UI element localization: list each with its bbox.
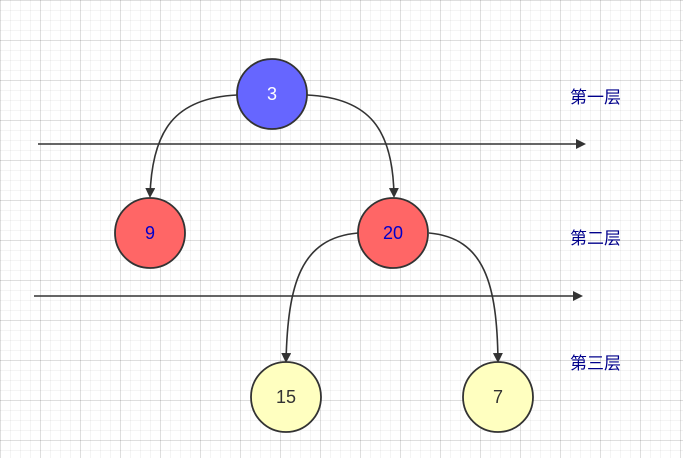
layer-label-first: 第一层: [570, 88, 621, 108]
tree-node-right-grandchild: 7: [462, 361, 534, 433]
node-value: 3: [267, 84, 277, 104]
edge-3-to-9: [145, 94, 238, 198]
tree-node-root: 3: [236, 58, 308, 130]
tree-node-left-child: 9: [114, 197, 186, 269]
edge-3-to-20: [306, 94, 399, 198]
edge-20-to-15: [281, 232, 359, 363]
node-value: 9: [145, 223, 155, 243]
tree-node-right-child: 20: [357, 197, 429, 269]
tree-node-left-grandchild: 15: [250, 361, 322, 433]
layer-label-third: 第三层: [570, 354, 621, 374]
layer-label-second: 第二层: [570, 229, 621, 249]
node-value: 15: [276, 387, 296, 407]
edge-20-to-7: [428, 232, 503, 363]
node-value: 7: [493, 387, 503, 407]
node-value: 20: [383, 223, 403, 243]
